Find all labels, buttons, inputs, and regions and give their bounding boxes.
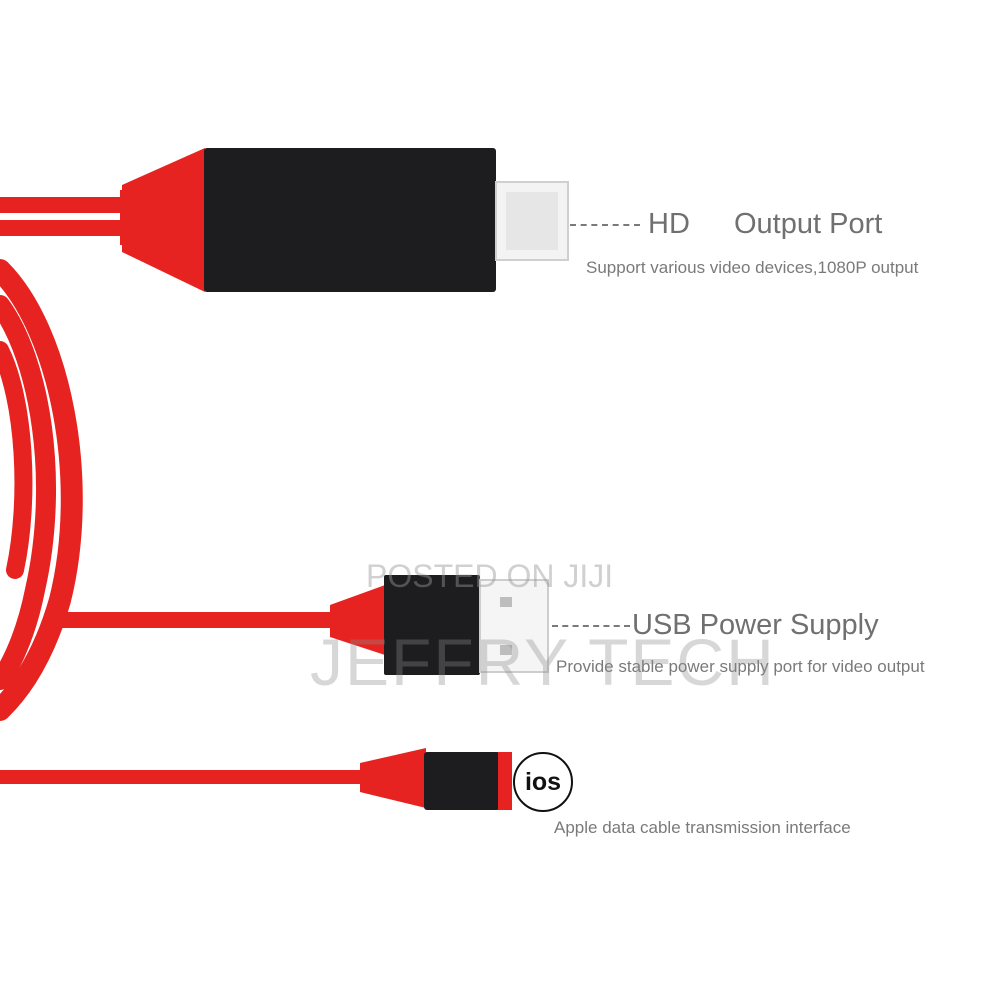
hd-label: HD — [648, 208, 690, 240]
ios-badge: ios — [513, 752, 573, 812]
watermark-line-1: POSTED ON JIJI — [366, 558, 614, 594]
watermark-line-2: JEFFRY TECH — [310, 625, 776, 699]
output-port-description: Support various video devices,1080P outp… — [586, 258, 919, 277]
ios-description: Apple data cable transmission interface — [554, 818, 851, 837]
usb-power-description: Provide stable power supply port for vid… — [556, 657, 925, 676]
lightning-cable — [0, 770, 370, 784]
usb-leader-line — [552, 625, 630, 627]
hdmi-connector-body — [204, 148, 496, 292]
usb-plug — [479, 579, 549, 673]
usb-boot — [330, 585, 385, 655]
usb-connector-body — [384, 575, 480, 675]
cable-loop — [0, 259, 83, 721]
usb-power-label: USB Power Supply — [632, 609, 879, 641]
lightning-connector-body — [424, 752, 500, 810]
hd-leader-line — [570, 224, 640, 226]
hdmi-boot — [122, 148, 205, 292]
hdmi-cables — [0, 190, 136, 245]
lightning-boot — [360, 748, 426, 808]
usb-cable — [45, 612, 345, 628]
output-port-label: Output Port — [734, 208, 883, 240]
